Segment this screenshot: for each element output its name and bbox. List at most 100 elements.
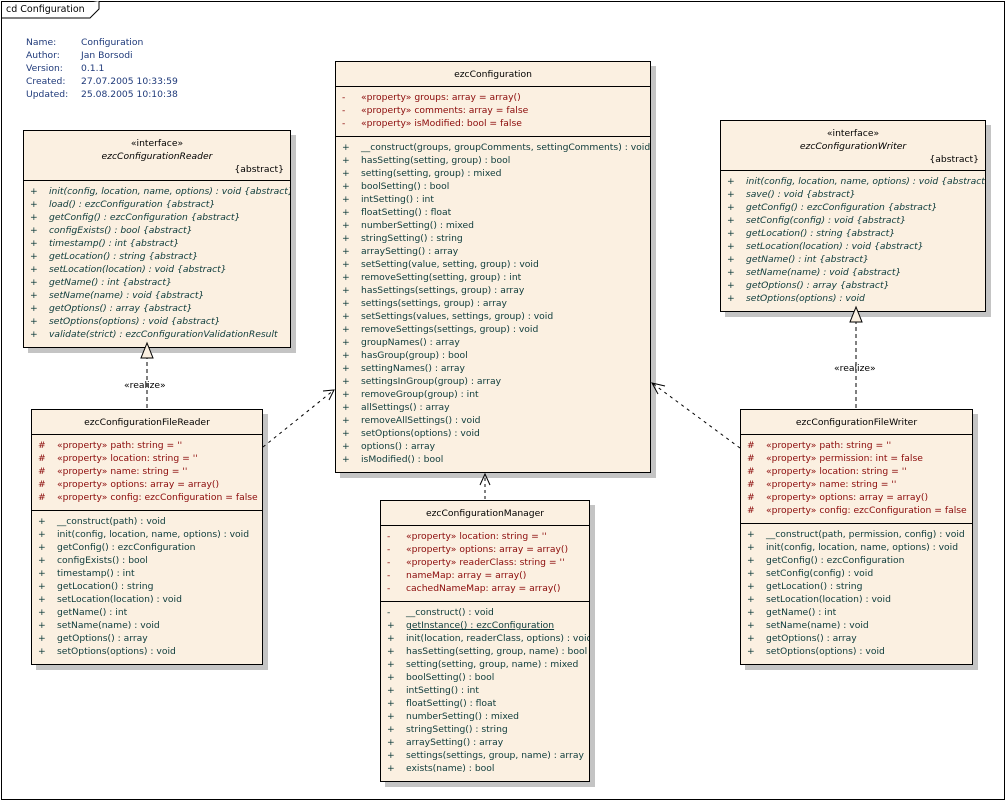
operation-row[interactable]: -__construct() : void (381, 606, 589, 619)
operation-row[interactable]: +init(config, location, name, options) :… (32, 528, 262, 541)
operation-row[interactable]: +setOptions(options) : void {abstract} (24, 315, 290, 328)
attribute-row[interactable]: -cachedNameMap: array = array() (381, 582, 589, 595)
operation-row[interactable]: +getOptions() : array (32, 632, 262, 645)
class-ezcConfiguration[interactable]: ezcConfiguration-«property» groups: arra… (335, 61, 651, 473)
attribute-row[interactable]: -«property» readerClass: string = '' (381, 556, 589, 569)
operation-row[interactable]: +isModified() : bool (336, 453, 650, 466)
operation-row[interactable]: +setting(setting, group) : mixed (336, 167, 650, 180)
operation-row[interactable]: +getName() : int (32, 606, 262, 619)
operation-row[interactable]: +getLocation() : string (741, 580, 972, 593)
operation-row[interactable]: +getName() : int {abstract} (24, 276, 290, 289)
class-ezcConfigurationWriter[interactable]: «interface»ezcConfigurationWriter{abstra… (720, 120, 986, 312)
operation-row[interactable]: +numberSetting() : mixed (381, 710, 589, 723)
operation-row[interactable]: +setName(name) : void {abstract} (24, 289, 290, 302)
operation-row[interactable]: +__construct(groups, groupComments, sett… (336, 141, 650, 154)
operation-row[interactable]: +intSetting() : int (336, 193, 650, 206)
attribute-row[interactable]: #«property» options: array = array() (32, 478, 262, 491)
operation-row[interactable]: +options() : array (336, 440, 650, 453)
operation-row[interactable]: +getName() : int {abstract} (721, 253, 985, 266)
operation-row[interactable]: +arraySetting() : array (336, 245, 650, 258)
operation-row[interactable]: +setOptions(options) : void (741, 645, 972, 658)
operation-row[interactable]: +groupNames() : array (336, 336, 650, 349)
operation-row[interactable]: +allSettings() : array (336, 401, 650, 414)
operation-row[interactable]: +configExists() : bool {abstract} (24, 224, 290, 237)
operation-row[interactable]: +setConfig(config) : void {abstract} (721, 214, 985, 227)
operation-row[interactable]: +init(config, location, name, options) :… (741, 541, 972, 554)
attribute-row[interactable]: -«property» groups: array = array() (336, 91, 650, 104)
operation-row[interactable]: +stringSetting() : string (336, 232, 650, 245)
operation-row[interactable]: +settings(settings, group, name) : array (381, 749, 589, 762)
operation-row[interactable]: +removeSetting(setting, group) : int (336, 271, 650, 284)
operation-row[interactable]: +load() : ezcConfiguration {abstract} (24, 198, 290, 211)
operation-row[interactable]: +init(location, readerClass, options) : … (381, 632, 589, 645)
operation-row[interactable]: +hasSettings(settings, group) : array (336, 284, 650, 297)
operation-row[interactable]: +getConfig() : ezcConfiguration {abstrac… (721, 201, 985, 214)
attribute-row[interactable]: #«property» name: string = '' (741, 478, 972, 491)
operation-row[interactable]: +getName() : int (741, 606, 972, 619)
class-ezcConfigurationManager[interactable]: ezcConfigurationManager-«property» locat… (380, 500, 590, 782)
operation-row[interactable]: +hasGroup(group) : bool (336, 349, 650, 362)
operation-row[interactable]: +setLocation(location) : void (741, 593, 972, 606)
operation-row[interactable]: +boolSetting() : bool (336, 180, 650, 193)
operation-row[interactable]: +validate(strict) : ezcConfigurationVali… (24, 328, 290, 341)
operation-row[interactable]: +setLocation(location) : void {abstract} (721, 240, 985, 253)
operation-row[interactable]: +setLocation(location) : void {abstract} (24, 263, 290, 276)
operation-row[interactable]: +__construct(path, permission, config) :… (741, 528, 972, 541)
operation-row[interactable]: +hasSetting(setting, group) : bool (336, 154, 650, 167)
operation-row[interactable]: +getConfig() : ezcConfiguration (32, 541, 262, 554)
operation-row[interactable]: +setOptions(options) : void (32, 645, 262, 658)
operation-row[interactable]: +floatSetting() : float (336, 206, 650, 219)
operation-row[interactable]: +timestamp() : int {abstract} (24, 237, 290, 250)
operation-row[interactable]: +setName(name) : void {abstract} (721, 266, 985, 279)
operation-row[interactable]: +getConfig() : ezcConfiguration (741, 554, 972, 567)
class-ezcConfigurationFileWriter[interactable]: ezcConfigurationFileWriter#«property» pa… (740, 409, 973, 665)
operation-row[interactable]: +getLocation() : string {abstract} (24, 250, 290, 263)
operation-row[interactable]: +setting(setting, group, name) : mixed (381, 658, 589, 671)
operation-row[interactable]: +hasSetting(setting, group, name) : bool (381, 645, 589, 658)
operation-row[interactable]: +setOptions(options) : void (721, 292, 985, 305)
operation-row[interactable]: +floatSetting() : float (381, 697, 589, 710)
operation-row[interactable]: +getConfig() : ezcConfiguration {abstrac… (24, 211, 290, 224)
operation-row[interactable]: +getOptions() : array (741, 632, 972, 645)
class-ezcConfigurationFileReader[interactable]: ezcConfigurationFileReader#«property» pa… (31, 409, 263, 665)
attribute-row[interactable]: #«property» location: string = '' (741, 465, 972, 478)
operation-row[interactable]: +removeAllSettings() : void (336, 414, 650, 427)
operation-row[interactable]: +getLocation() : string (32, 580, 262, 593)
attribute-row[interactable]: #«property» path: string = '' (741, 439, 972, 452)
operation-row[interactable]: +intSetting() : int (381, 684, 589, 697)
operation-row[interactable]: +init(config, location, name, options) :… (721, 175, 985, 188)
operation-row[interactable]: +getLocation() : string {abstract} (721, 227, 985, 240)
operation-row[interactable]: +setOptions(options) : void (336, 427, 650, 440)
operation-row[interactable]: +settingNames() : array (336, 362, 650, 375)
operation-row[interactable]: +timestamp() : int (32, 567, 262, 580)
attribute-row[interactable]: #«property» location: string = '' (32, 452, 262, 465)
operation-row[interactable]: +arraySetting() : array (381, 736, 589, 749)
attribute-row[interactable]: #«property» options: array = array() (741, 491, 972, 504)
operation-row[interactable]: +removeSettings(settings, group) : void (336, 323, 650, 336)
operation-row[interactable]: +numberSetting() : mixed (336, 219, 650, 232)
operation-row[interactable]: +getOptions() : array {abstract} (24, 302, 290, 315)
attribute-row[interactable]: #«property» config: ezcConfiguration = f… (32, 491, 262, 504)
operation-row[interactable]: +setName(name) : void (32, 619, 262, 632)
operation-row[interactable]: +boolSetting() : bool (381, 671, 589, 684)
attribute-row[interactable]: #«property» path: string = '' (32, 439, 262, 452)
operation-row[interactable]: +__construct(path) : void (32, 515, 262, 528)
operation-row[interactable]: +removeGroup(group) : int (336, 388, 650, 401)
attribute-row[interactable]: #«property» name: string = '' (32, 465, 262, 478)
attribute-row[interactable]: -«property» comments: array = false (336, 104, 650, 117)
attribute-row[interactable]: -«property» location: string = '' (381, 530, 589, 543)
operation-row[interactable]: +getOptions() : array {abstract} (721, 279, 985, 292)
operation-row[interactable]: +settings(settings, group) : array (336, 297, 650, 310)
attribute-row[interactable]: -«property» options: array = array() (381, 543, 589, 556)
operation-row[interactable]: +setSetting(value, setting, group) : voi… (336, 258, 650, 271)
class-ezcConfigurationReader[interactable]: «interface»ezcConfigurationReader{abstra… (23, 130, 291, 348)
operation-row[interactable]: +exists(name) : bool (381, 762, 589, 775)
operation-row[interactable]: +init(config, location, name, options) :… (24, 185, 290, 198)
operation-row[interactable]: +settingsInGroup(group) : array (336, 375, 650, 388)
attribute-row[interactable]: -nameMap: array = array() (381, 569, 589, 582)
attribute-row[interactable]: #«property» config: ezcConfiguration = f… (741, 504, 972, 517)
operation-row[interactable]: +save() : void {abstract} (721, 188, 985, 201)
operation-row[interactable]: +configExists() : bool (32, 554, 262, 567)
attribute-row[interactable]: #«property» permission: int = false (741, 452, 972, 465)
operation-row[interactable]: +stringSetting() : string (381, 723, 589, 736)
